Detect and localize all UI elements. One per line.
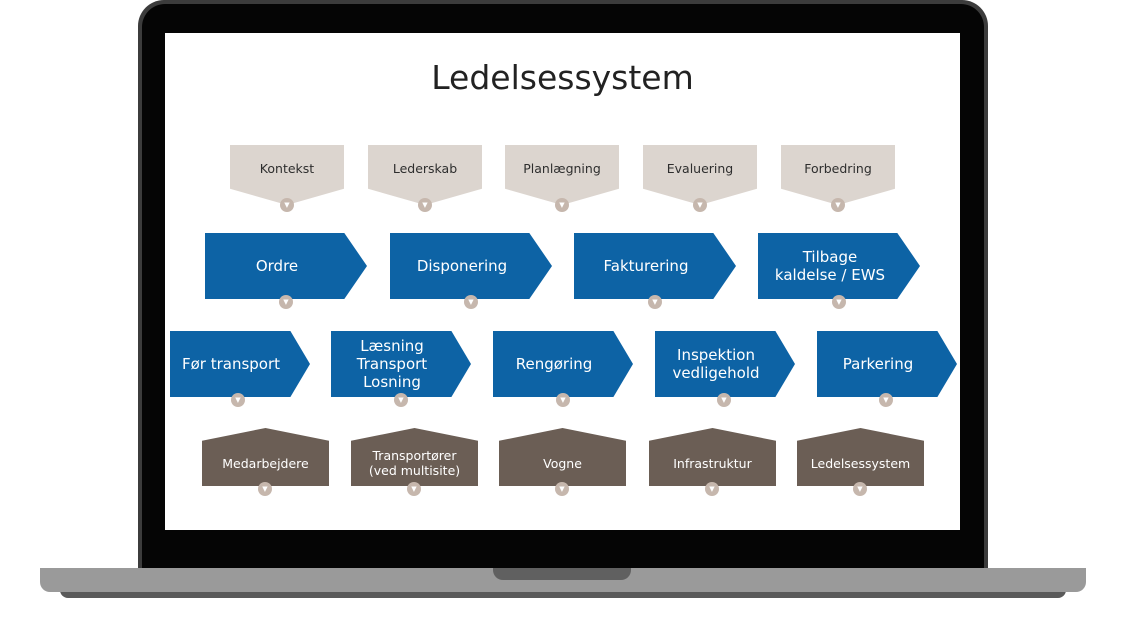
invoicing-chevron: Fakturering: [574, 233, 736, 299]
recall-label: Tilbage kaldelse / EWS: [774, 248, 886, 284]
carriers-box: Transportører (ved multisite): [351, 428, 478, 486]
expand-marker-icon[interactable]: ▼: [555, 482, 569, 496]
expand-marker-icon[interactable]: ▼: [407, 482, 421, 496]
laptop-notch: [493, 568, 631, 580]
planning-box: Planlægning: [505, 145, 619, 205]
loading-transport-label: Læsning Transport Losning: [356, 337, 428, 391]
expand-marker-icon[interactable]: ▼: [279, 295, 293, 309]
laptop-base-shadow: [60, 590, 1066, 598]
expand-marker-icon[interactable]: ▼: [280, 198, 294, 212]
invoicing-label: Fakturering: [603, 257, 689, 275]
parking-chevron: Parkering: [817, 331, 957, 397]
recall-chevron: Tilbage kaldelse / EWS: [758, 233, 920, 299]
loading-transport-chevron: Læsning Transport Losning: [331, 331, 471, 397]
expand-marker-icon[interactable]: ▼: [394, 393, 408, 407]
expand-marker-icon[interactable]: ▼: [464, 295, 478, 309]
expand-marker-icon[interactable]: ▼: [879, 393, 893, 407]
inspection-chevron: Inspektion vedligehold: [655, 331, 795, 397]
expand-marker-icon[interactable]: ▼: [831, 198, 845, 212]
employees-box: Medarbejdere: [202, 428, 329, 486]
expand-marker-icon[interactable]: ▼: [556, 393, 570, 407]
evaluation-label: Evaluering: [666, 160, 734, 176]
parking-label: Parkering: [842, 355, 914, 373]
expand-marker-icon[interactable]: ▼: [258, 482, 272, 496]
infrastructure-label: Infrastruktur: [673, 455, 752, 471]
vehicles-label: Vogne: [543, 455, 582, 471]
expand-marker-icon[interactable]: ▼: [717, 393, 731, 407]
context-label: Kontekst: [259, 160, 315, 176]
cleaning-chevron: Rengøring: [493, 331, 633, 397]
expand-marker-icon[interactable]: ▼: [555, 198, 569, 212]
inspection-label: Inspektion vedligehold: [672, 346, 760, 382]
pre-transport-label: Før transport: [181, 355, 281, 373]
leadership-box: Lederskab: [368, 145, 482, 205]
laptop-screen: Ledelsessystem Kontekst Lederskab Planlæ…: [165, 33, 960, 530]
cleaning-label: Rengøring: [515, 355, 593, 373]
infrastructure-box: Infrastruktur: [649, 428, 776, 486]
planning-label: Planlægning: [523, 160, 601, 176]
improvement-box: Forbedring: [781, 145, 895, 205]
expand-marker-icon[interactable]: ▼: [231, 393, 245, 407]
vehicles-box: Vogne: [499, 428, 626, 486]
expand-marker-icon[interactable]: ▼: [693, 198, 707, 212]
improvement-label: Forbedring: [804, 160, 872, 176]
expand-marker-icon[interactable]: ▼: [418, 198, 432, 212]
management-system-label: Ledelsessystem: [810, 455, 911, 471]
evaluation-box: Evaluering: [643, 145, 757, 205]
expand-marker-icon[interactable]: ▼: [648, 295, 662, 309]
management-system-box: Ledelsessystem: [797, 428, 924, 486]
diagram-title: Ledelsessystem: [431, 58, 694, 97]
carriers-label: Transportører (ved multisite): [368, 448, 461, 478]
expand-marker-icon[interactable]: ▼: [832, 295, 846, 309]
dispatch-chevron: Disponering: [390, 233, 552, 299]
context-box: Kontekst: [230, 145, 344, 205]
pre-transport-chevron: Før transport: [170, 331, 310, 397]
order-chevron: Ordre: [205, 233, 367, 299]
employees-label: Medarbejdere: [222, 455, 309, 471]
expand-marker-icon[interactable]: ▼: [853, 482, 867, 496]
leadership-label: Lederskab: [392, 160, 458, 176]
order-label: Ordre: [255, 257, 299, 275]
dispatch-label: Disponering: [416, 257, 508, 275]
expand-marker-icon[interactable]: ▼: [705, 482, 719, 496]
